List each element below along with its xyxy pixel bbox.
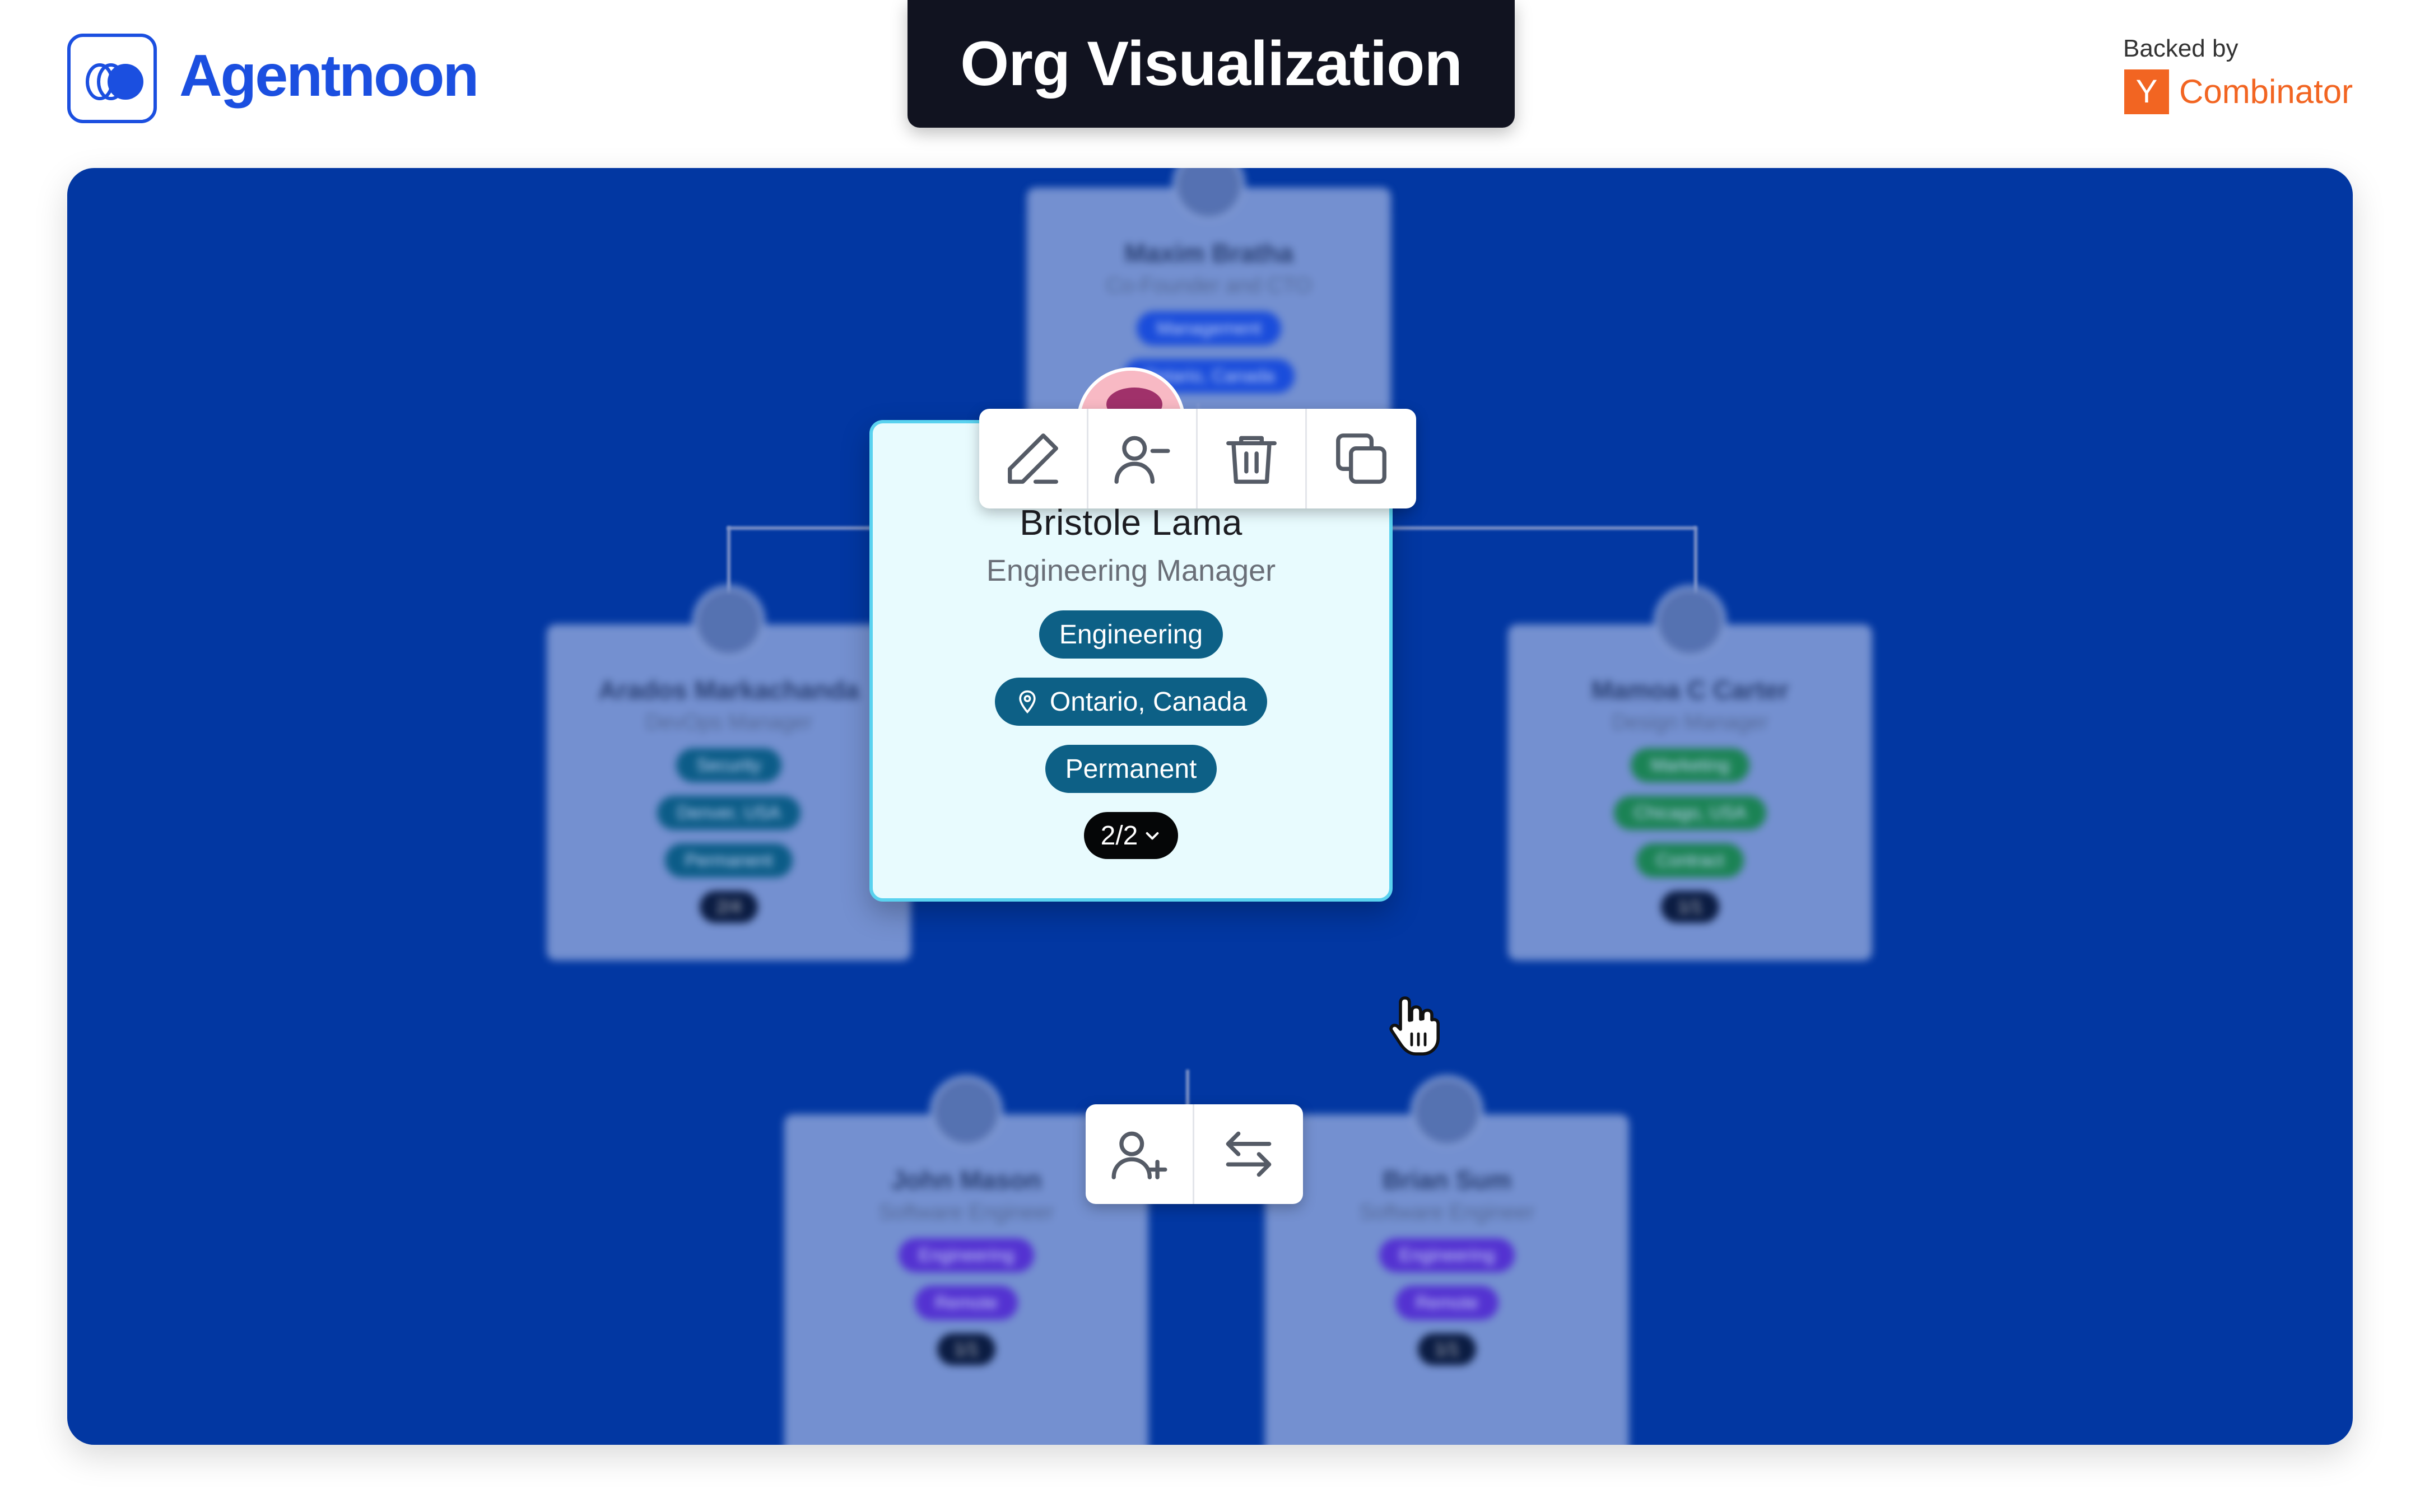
connector-line [727, 526, 730, 594]
location-chip: Ontario, Canada [994, 678, 1268, 726]
location-chip: Remote [914, 1286, 1018, 1320]
location-chip: Chicago, USA [1613, 796, 1767, 830]
avatar [1411, 1075, 1483, 1148]
department-chip: Marketing [1630, 748, 1750, 782]
department-chip-label: Engineering [1059, 619, 1203, 650]
org-card[interactable]: Maxim Bratha Co-Founder and CTO Manageme… [1027, 168, 1391, 423]
delete-button[interactable] [1198, 409, 1307, 508]
connector-line [1186, 1070, 1189, 1109]
employment-chip: Permanent [664, 843, 793, 878]
location-chip: Remote [1395, 1286, 1499, 1320]
employment-chip: Contract [1636, 843, 1744, 878]
chevron-down-icon [1146, 832, 1159, 840]
count-badge[interactable]: 2/4 [699, 891, 758, 923]
count-badge[interactable]: 1/1 [1660, 891, 1720, 923]
card-role: Engineering Manager [986, 554, 1276, 587]
avatar [692, 585, 765, 658]
remove-user-button[interactable] [1088, 409, 1198, 508]
swap-icon [1226, 1131, 1272, 1177]
duplicate-button[interactable] [1307, 409, 1416, 508]
yc-logo: Y [2124, 69, 2169, 114]
card-name: John Mason [891, 1165, 1042, 1194]
add-user-icon [1111, 1131, 1167, 1179]
swap-button[interactable] [1194, 1104, 1303, 1204]
reports-count-label: 2/2 [1100, 820, 1138, 851]
org-card[interactable]: Brian Sum Software Engineer Engineering … [1265, 1075, 1629, 1445]
location-chip: Denver, USA [657, 796, 801, 830]
department-chip: Engineering [1039, 610, 1223, 659]
card-role: Design Manager [1612, 711, 1769, 734]
card-role: Software Engineer [878, 1201, 1054, 1224]
department-chip: Engineering [898, 1238, 1035, 1272]
count-badge[interactable]: 1/1 [937, 1333, 996, 1365]
card-role: DevOps Manager [645, 711, 812, 734]
avatar [930, 1075, 1003, 1148]
card-role: Software Engineer [1359, 1201, 1535, 1224]
add-user-button[interactable] [1086, 1104, 1195, 1204]
logo-icon [86, 63, 143, 100]
backed-by-label: Backed by [2123, 35, 2238, 62]
location-chip-label: Ontario, Canada [1049, 687, 1248, 717]
reports-count-button[interactable]: 2/2 [1083, 812, 1179, 859]
card-name: Bristole Lama [1020, 502, 1242, 543]
yc-name: Combinator [2179, 73, 2353, 110]
card-name: Maxim Bratha [1124, 239, 1293, 268]
org-card[interactable]: Mamoa C Carter Design Manager Marketing … [1508, 585, 1872, 960]
department-chip: Management [1136, 311, 1282, 346]
card-name: Mamoa C Carter [1591, 675, 1789, 704]
page-title: Org Visualization [908, 0, 1515, 128]
trash-icon [1226, 436, 1277, 484]
avatar [1172, 168, 1245, 221]
card-add-toolbar [1086, 1104, 1303, 1204]
card-name: Brian Sum [1382, 1165, 1512, 1194]
avatar [1654, 585, 1726, 658]
department-chip: Engineering [1379, 1238, 1515, 1272]
card-name: Arados Markachanda [598, 675, 859, 704]
department-chip: Security [676, 748, 781, 782]
count-badge[interactable]: 1/1 [1417, 1333, 1477, 1365]
edit-button[interactable] [979, 409, 1088, 508]
edit-icon [1008, 433, 1058, 484]
copy-icon [1336, 433, 1387, 484]
brand-name: Agentnoon [179, 43, 479, 109]
org-card[interactable]: John Mason Software Engineer Engineering… [784, 1075, 1148, 1445]
card-role: Co-Founder and CTO [1106, 274, 1312, 297]
agentnoon-logo [67, 34, 157, 123]
hand-cursor-icon [1389, 996, 1440, 1056]
org-card[interactable]: Arados Markachanda DevOps Manager Securi… [547, 585, 911, 960]
card-actions-toolbar [979, 409, 1416, 508]
location-pin-icon [1019, 690, 1036, 714]
remove-user-icon [1114, 436, 1170, 484]
connector-line [1694, 526, 1697, 594]
employment-chip-label: Permanent [1065, 754, 1197, 784]
employment-chip: Permanent [1045, 745, 1217, 793]
